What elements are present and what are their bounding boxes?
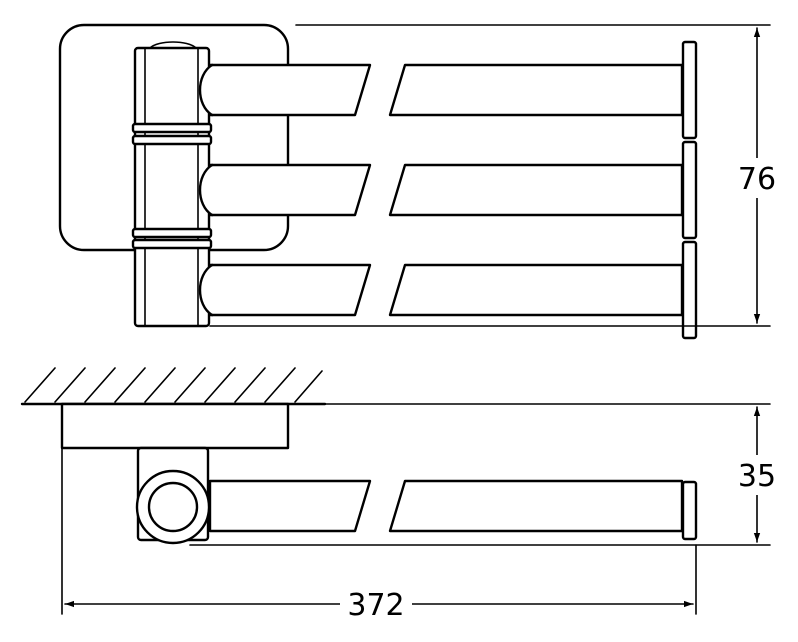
dimension-width: 372 [61,447,697,623]
bar-end-cap-2 [681,140,698,240]
towel-bar-2 [198,140,698,240]
hinge-ring-inner [147,481,199,533]
dimension-depth-label: 35 [738,459,776,494]
bar-end-cap-3 [681,240,698,340]
side-view: 35 372 [20,367,784,623]
dimension-height: 76 [209,24,780,327]
side-bar-end-cap [681,480,698,541]
mounting-block [60,402,290,450]
side-hinge [135,446,211,545]
hinge-cylinder [131,41,213,328]
dimension-depth: 35 [189,403,784,546]
towel-bar-1 [198,40,698,140]
dimension-width-label: 372 [347,588,404,623]
side-bar [208,479,698,541]
front-view: 76 [58,23,780,340]
dimension-height-label: 76 [738,162,776,197]
towel-bar-3 [198,240,698,340]
wall-hatching [20,367,327,406]
bar-end-cap-1 [681,40,698,140]
